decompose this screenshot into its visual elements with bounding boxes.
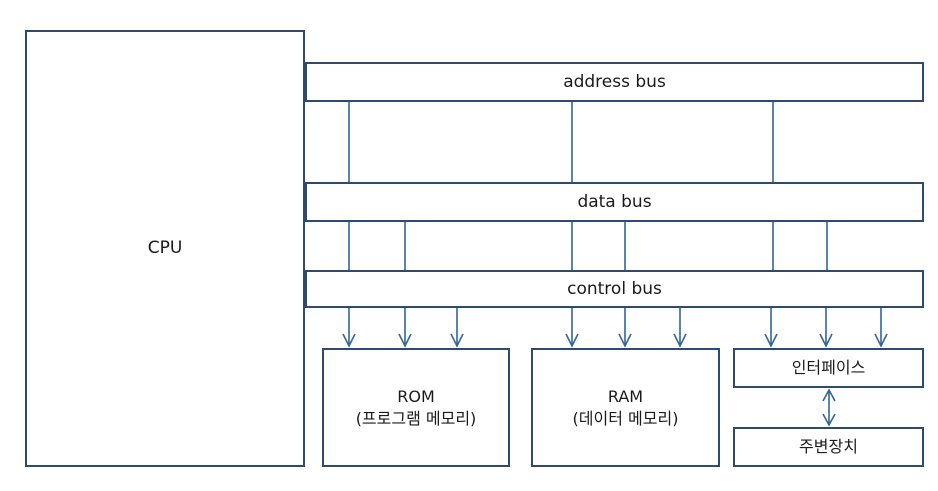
ram-block[interactable]: RAM (데이터 메모리) [531, 348, 720, 467]
control-bus-block[interactable]: control bus [305, 270, 924, 308]
arrow-down-control-to-rom-1 [342, 308, 356, 348]
arrow-down-control-to-ram-2 [618, 308, 632, 348]
interface-block[interactable]: 인터페이스 [733, 348, 924, 388]
rom-label: ROM (프로그램 메모리) [355, 387, 477, 428]
interface-label: 인터페이스 [791, 358, 866, 378]
arrow-down-control-to-rom-3 [450, 308, 464, 348]
data-bus-block[interactable]: data bus [305, 182, 924, 222]
cpu-label: CPU [147, 238, 183, 259]
data-bus-label: data bus [577, 191, 652, 212]
arrow-bidirectional-interface-peripheral [822, 388, 836, 427]
peripheral-label: 주변장치 [799, 437, 858, 457]
ram-label: RAM (데이터 메모리) [572, 387, 679, 428]
arrow-down-control-to-ram-1 [565, 308, 579, 348]
peripheral-block[interactable]: 주변장치 [733, 427, 924, 467]
arrow-down-control-to-interface-2 [819, 308, 833, 348]
cpu-block[interactable]: CPU [25, 30, 305, 467]
address-bus-block[interactable]: address bus [305, 62, 924, 102]
arrow-down-control-to-rom-2 [398, 308, 412, 348]
arrow-down-control-to-ram-3 [673, 308, 687, 348]
control-bus-label: control bus [567, 278, 662, 299]
arrow-down-control-to-interface-1 [764, 308, 778, 348]
rom-block[interactable]: ROM (프로그램 메모리) [322, 348, 510, 467]
address-bus-label: address bus [563, 71, 666, 92]
arrow-down-control-to-interface-3 [874, 308, 888, 348]
